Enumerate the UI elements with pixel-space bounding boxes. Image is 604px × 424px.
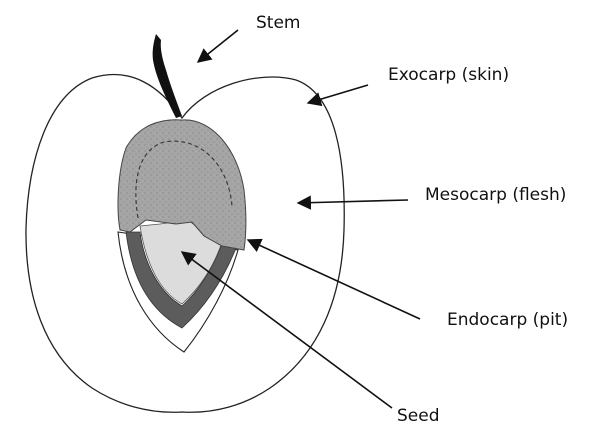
label-exocarp: Exocarp (skin) [388,65,509,85]
label-endocarp: Endocarp (pit) [447,310,568,330]
label-stem: Stem [256,13,300,33]
label-seed: Seed [397,406,440,424]
stem-arrow [198,30,238,62]
label-mesocarp: Mesocarp (flesh) [425,185,566,205]
